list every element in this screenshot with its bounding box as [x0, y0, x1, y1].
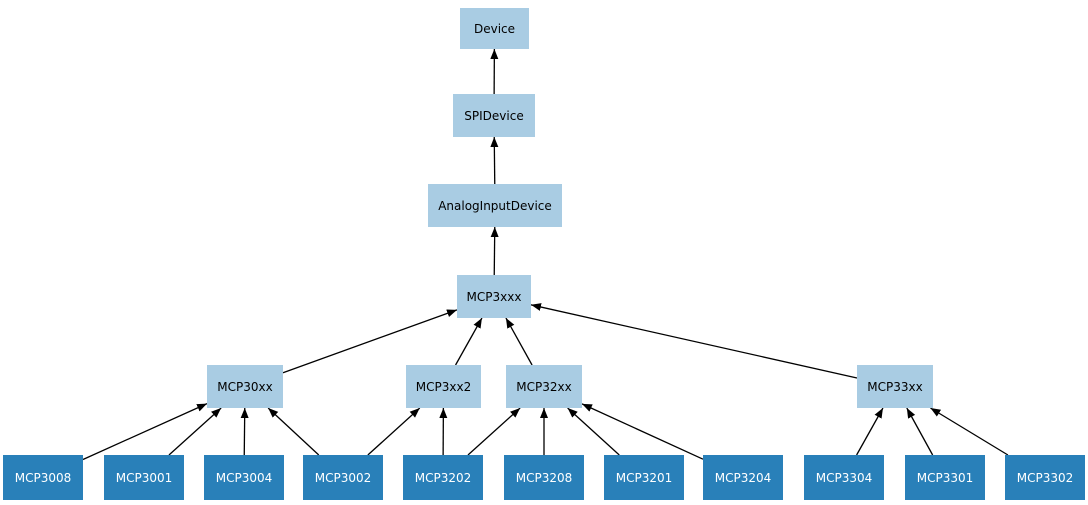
class-node-mcp3004[interactable]: MCP3004 [204, 455, 284, 500]
class-node-mcp3301[interactable]: MCP3301 [905, 455, 985, 500]
class-node-analoginputdevice[interactable]: AnalogInputDevice [428, 184, 562, 227]
class-node-device[interactable]: Device [460, 8, 529, 49]
class-node-mcp3xxx[interactable]: MCP3xxx [457, 275, 531, 318]
class-node-mcp33xx[interactable]: MCP33xx [857, 365, 933, 408]
class-node-mcp32xx[interactable]: MCP32xx [506, 365, 582, 408]
class-node-mcp3201[interactable]: MCP3201 [604, 455, 684, 500]
class-node-mcp3204[interactable]: MCP3204 [703, 455, 783, 500]
class-node-mcp3302[interactable]: MCP3302 [1005, 455, 1085, 500]
class-node-mcp30xx[interactable]: MCP30xx [207, 365, 283, 408]
class-node-mcp3002[interactable]: MCP3002 [303, 455, 383, 500]
class-node-mcp3202[interactable]: MCP3202 [403, 455, 483, 500]
class-node-mcp3xx2[interactable]: MCP3xx2 [406, 365, 481, 408]
class-node-mcp3001[interactable]: MCP3001 [104, 455, 184, 500]
class-node-mcp3304[interactable]: MCP3304 [804, 455, 884, 500]
class-node-mcp3008[interactable]: MCP3008 [3, 455, 83, 500]
class-node-mcp3208[interactable]: MCP3208 [504, 455, 584, 500]
class-node-spidevice[interactable]: SPIDevice [453, 94, 535, 137]
